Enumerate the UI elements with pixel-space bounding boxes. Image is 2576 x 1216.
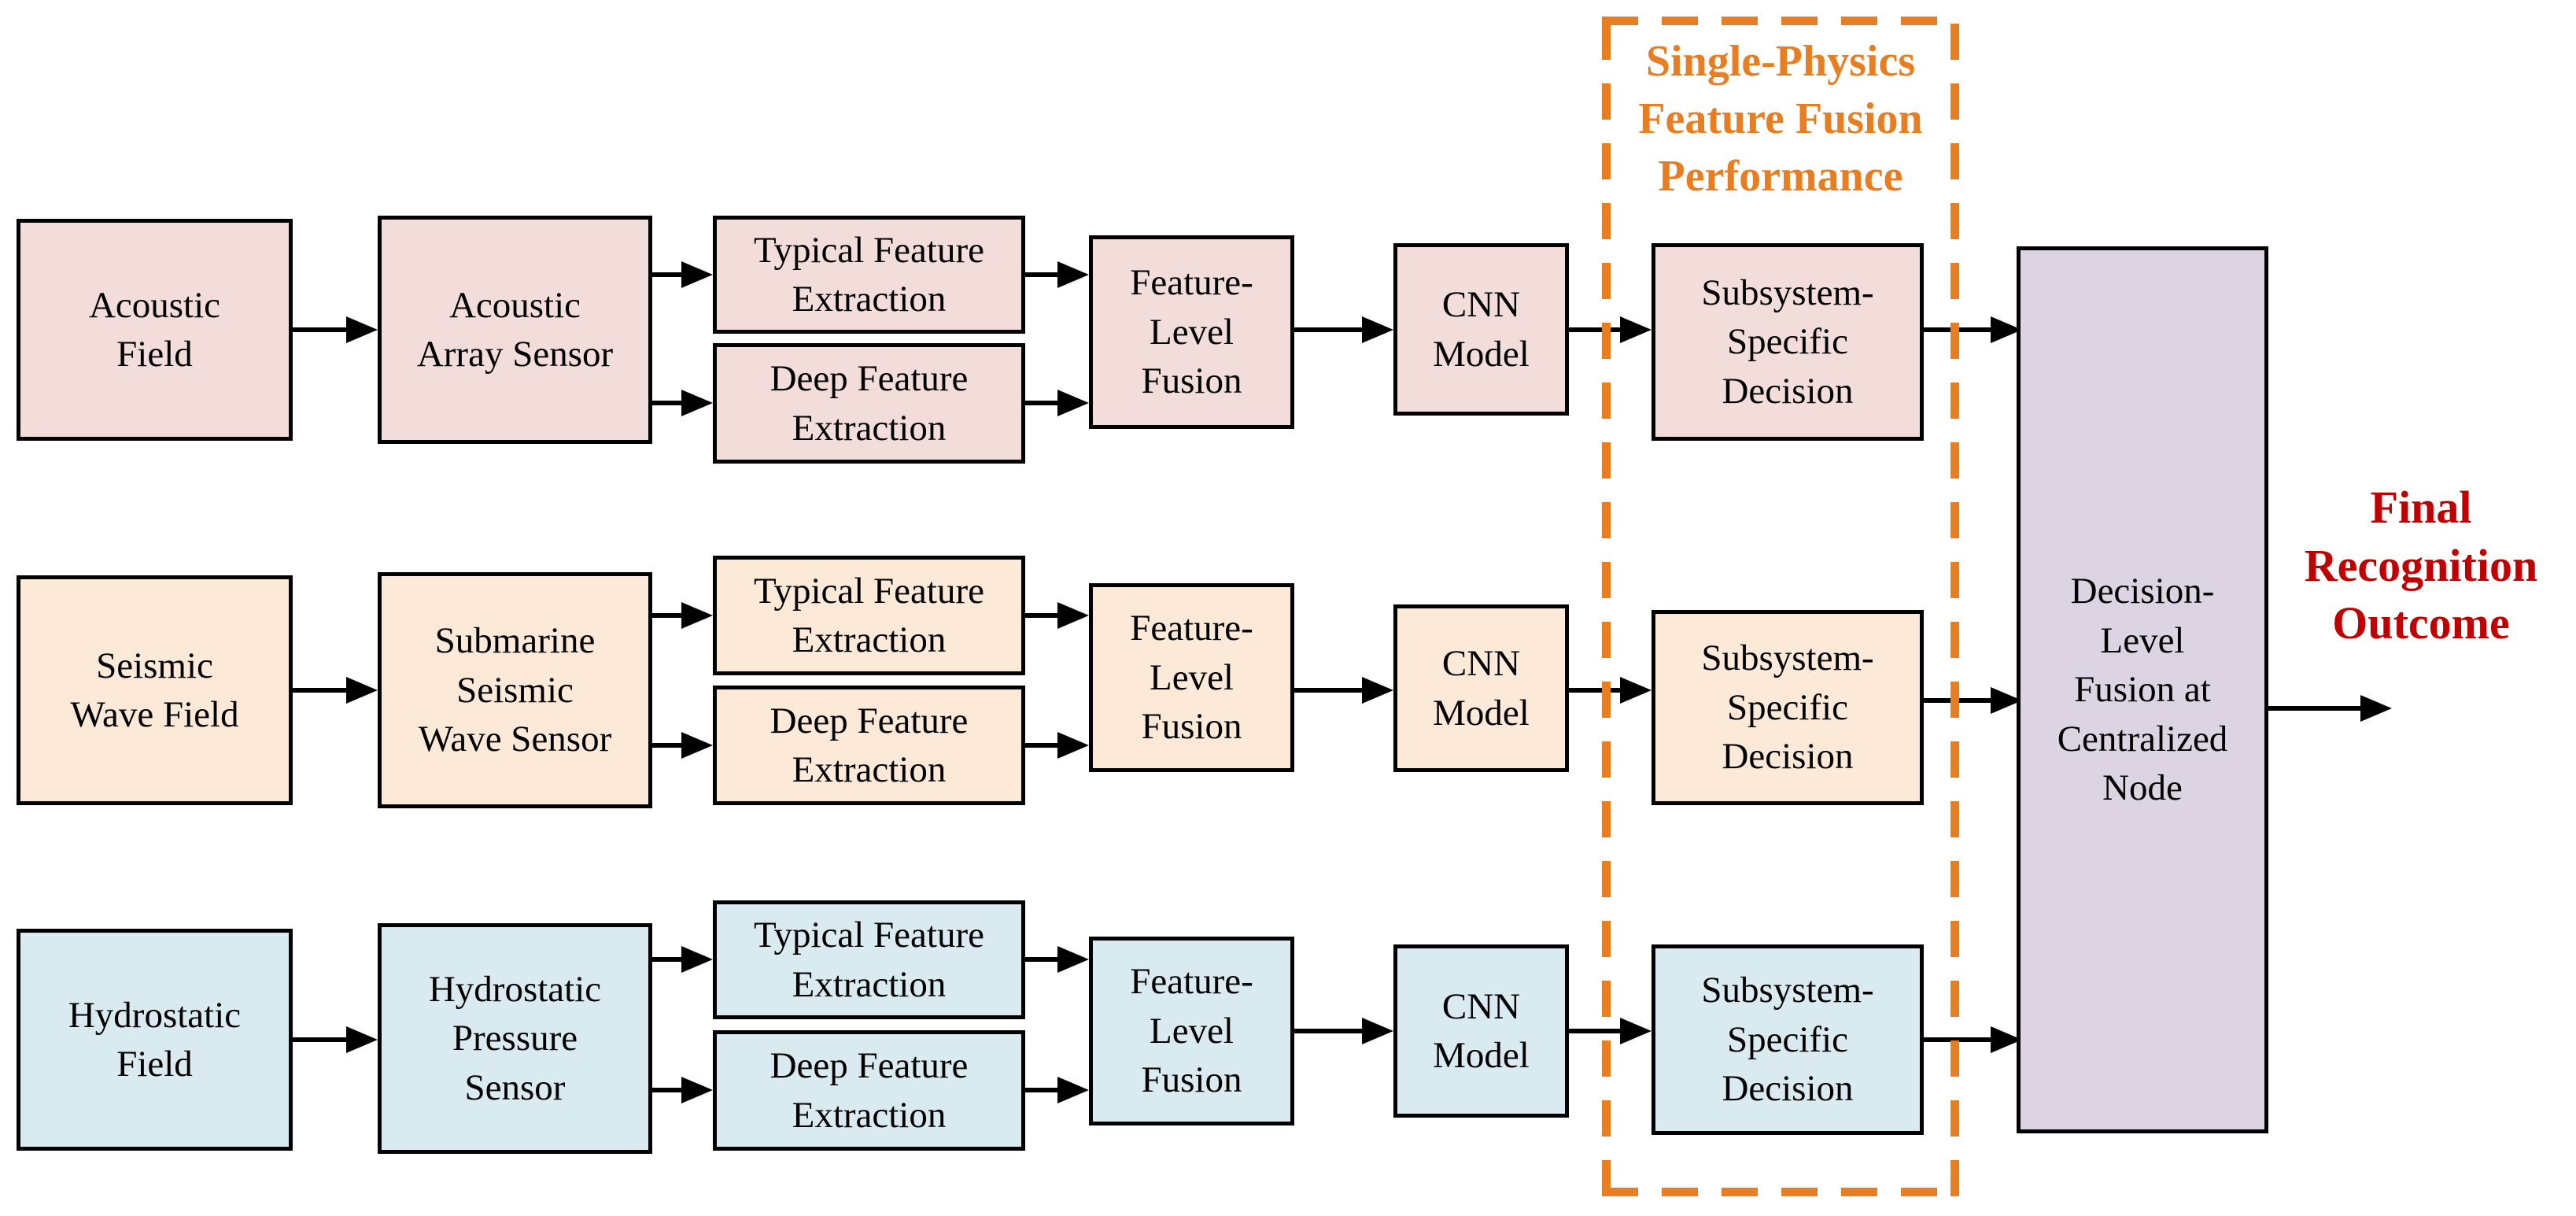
- hydrostatic-deep-feature-extraction-box: Deep Feature Extraction: [713, 1030, 1025, 1151]
- flow-arrow: [1025, 732, 1089, 759]
- flow-arrow: [1569, 677, 1652, 704]
- hydrostatic-field-box: Hydrostatic Field: [17, 929, 293, 1151]
- flow-arrow: [1025, 390, 1089, 416]
- flow-arrow: [652, 602, 713, 629]
- final-recognition-outcome-label: Final Recognition Outcome: [2304, 482, 2538, 649]
- flow-arrow: [1294, 1018, 1393, 1044]
- flow-arrow: [652, 946, 713, 973]
- hydrostatic-typical-feature-extraction-box: Typical Feature Extraction: [713, 900, 1025, 1019]
- acoustic-feature-level-fusion-box: Feature- Level Fusion: [1089, 235, 1294, 429]
- flow-arrow: [652, 261, 713, 288]
- dashed-box-top-edge: [1602, 17, 1959, 25]
- acoustic-cnn-model-box: CNN Model: [1393, 243, 1569, 416]
- hydrostatic-subsystem-decision-box: Subsystem- Specific Decision: [1652, 944, 1924, 1135]
- acoustic-typical-feature-extraction-box: Typical Feature Extraction: [713, 216, 1025, 334]
- seismic-wave-sensor-box: Submarine Seismic Wave Sensor: [378, 572, 652, 808]
- flow-arrow: [652, 390, 713, 416]
- hydrostatic-pressure-sensor-box: Hydrostatic Pressure Sensor: [378, 923, 652, 1154]
- flow-arrow-output: [2268, 695, 2392, 722]
- single-physics-title: Single-Physics Feature Fusion Performanc…: [1638, 37, 1923, 201]
- seismic-subsystem-decision-box: Subsystem- Specific Decision: [1652, 610, 1924, 805]
- flow-arrow: [1294, 316, 1393, 343]
- flow-arrow: [1025, 946, 1089, 973]
- seismic-deep-feature-extraction-box: Deep Feature Extraction: [713, 686, 1025, 805]
- flow-arrow: [1025, 261, 1089, 288]
- flow-arrow: [652, 1077, 713, 1103]
- seismic-field-box: Seismic Wave Field: [17, 575, 293, 805]
- acoustic-subsystem-decision-box: Subsystem- Specific Decision: [1652, 243, 1924, 441]
- flow-arrow: [1569, 1018, 1652, 1044]
- dashed-box-right-edge: [1950, 17, 1959, 1196]
- flow-arrow: [293, 677, 378, 704]
- dashed-box-left-edge: [1602, 17, 1611, 1196]
- acoustic-deep-feature-extraction-box: Deep Feature Extraction: [713, 343, 1025, 464]
- hydrostatic-cnn-model-box: CNN Model: [1393, 944, 1569, 1118]
- flow-arrow: [652, 732, 713, 759]
- flow-arrow: [293, 316, 378, 343]
- flow-arrow: [293, 1026, 378, 1053]
- acoustic-array-sensor-box: Acoustic Array Sensor: [378, 216, 652, 444]
- flow-arrow: [1294, 677, 1393, 704]
- flow-arrow: [1569, 316, 1652, 343]
- seismic-cnn-model-box: CNN Model: [1393, 604, 1569, 772]
- flow-arrow: [1025, 1077, 1089, 1103]
- hydrostatic-feature-level-fusion-box: Feature- Level Fusion: [1089, 937, 1294, 1125]
- flow-arrow: [1025, 602, 1089, 629]
- seismic-typical-feature-extraction-box: Typical Feature Extraction: [713, 556, 1025, 675]
- decision-level-fusion-node-box: Decision- Level Fusion at Centralized No…: [2017, 246, 2268, 1133]
- dashed-box-bottom-edge: [1602, 1188, 1959, 1196]
- acoustic-field-box: Acoustic Field: [17, 219, 293, 441]
- seismic-feature-level-fusion-box: Feature- Level Fusion: [1089, 583, 1294, 772]
